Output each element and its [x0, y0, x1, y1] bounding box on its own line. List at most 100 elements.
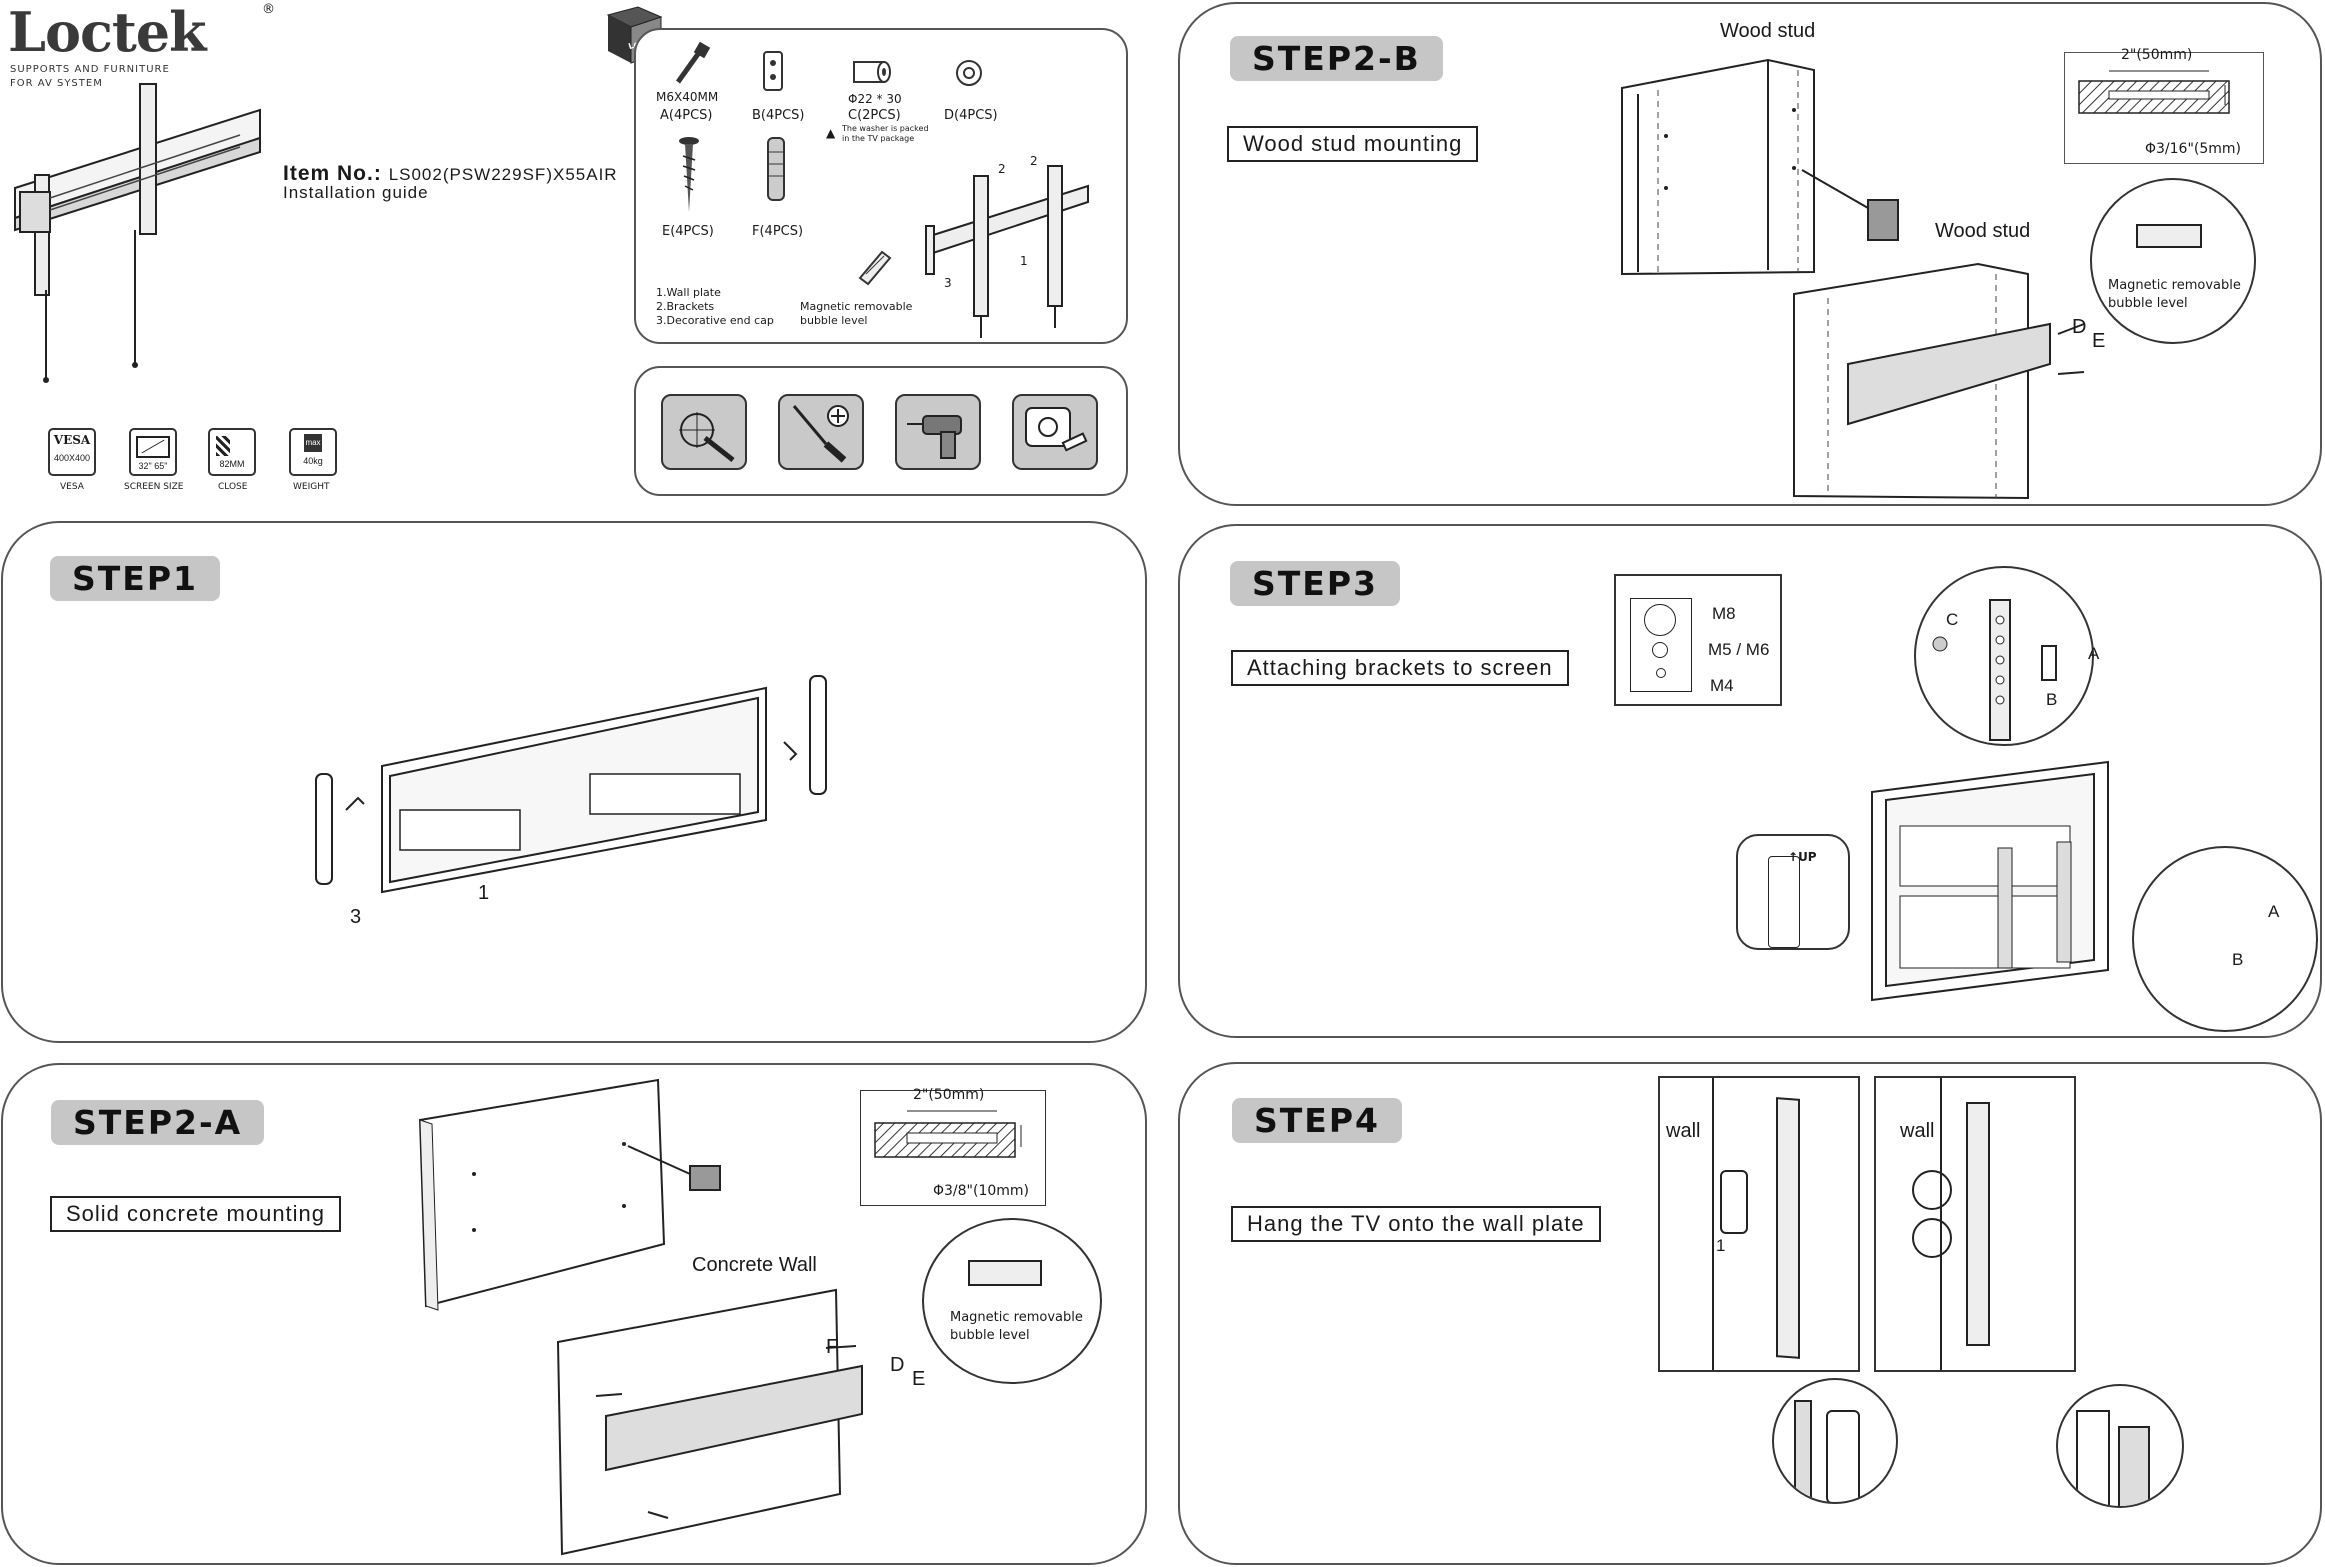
part-a-spec: M6X40MM	[656, 90, 719, 104]
legend-item: 2.Brackets	[656, 300, 715, 313]
vesa-icon: VESA 400X400	[48, 428, 96, 476]
part-b-callout: B	[2046, 690, 2058, 709]
step3-title: STEP3	[1230, 561, 1400, 606]
item-number-label: Item No.: LS002(PSW229SF)X55AIR	[283, 162, 618, 185]
wood-stud-label: Wood stud	[1720, 20, 1816, 42]
brand-tagline-2: FOR AV SYSTEM	[10, 78, 103, 89]
part-c-note-2: in the TV package	[842, 134, 915, 143]
level-label: Magnetic removable	[800, 300, 913, 313]
bolt-a-icon	[675, 41, 711, 84]
bubble-level-icon	[858, 250, 892, 286]
part-a-callout-2: A	[2268, 902, 2280, 921]
bracket-up-detail	[1736, 834, 1850, 950]
drill-diameter-label: Φ3/16"(5mm)	[2145, 141, 2242, 157]
part-c-spec: Φ22 * 30	[848, 92, 902, 106]
hang-step-panel-1	[1658, 1076, 1860, 1372]
step2b-subtitle: Wood stud mounting	[1227, 126, 1479, 162]
part-f-label: F(4PCS)	[752, 224, 804, 239]
m4-label: M4	[1710, 676, 1734, 695]
level-label-2: bubble level	[950, 1328, 1030, 1343]
m8-label: M8	[1712, 604, 1736, 623]
spec-caption: WEIGHT	[293, 482, 330, 492]
level-label-2: bubble level	[2108, 296, 2188, 311]
screw-detail-circle	[2132, 846, 2318, 1032]
m5-m6-label: M5 / M6	[1708, 640, 1770, 659]
step2b-title: STEP2-B	[1230, 36, 1443, 81]
part-c-note: The washer is packed	[842, 124, 929, 133]
bubble-level-detail-concrete	[922, 1218, 1102, 1384]
part-f-callout: F	[826, 1336, 839, 1358]
part-a-label: A(4PCS)	[660, 108, 713, 123]
wall-plate-callout: 1	[478, 882, 490, 904]
pencil-icon	[661, 394, 747, 470]
part-d-callout: D	[890, 1354, 905, 1376]
drill-diameter-label: Φ3/8"(10mm)	[933, 1183, 1030, 1199]
step1-title: STEP1	[50, 556, 220, 601]
end-cap-callout: 3	[350, 906, 362, 928]
hook-detail-circle	[1772, 1378, 1898, 1504]
part-d-callout: D	[2072, 316, 2087, 338]
warning-icon: ▲	[826, 126, 836, 140]
logo: Loctek	[8, 0, 207, 64]
drill-depth-label: 2"(50mm)	[2121, 47, 2193, 63]
drill-icon	[895, 394, 981, 470]
parts-panel	[634, 28, 1128, 344]
spec-caption: VESA	[60, 482, 84, 492]
anchor-f-icon	[767, 137, 785, 201]
installation-guide-label: Installation guide	[283, 183, 429, 202]
part-c-callout: C	[1946, 610, 1959, 629]
drill-depth-label: 2"(50mm)	[913, 1087, 985, 1103]
spec-caption: CLOSE	[218, 482, 248, 492]
part-d-label: D(4PCS)	[944, 108, 998, 123]
close-distance-icon: 82MM	[208, 428, 256, 476]
wall-label-2: wall	[1900, 1120, 1935, 1142]
part-a-callout: A	[2088, 644, 2100, 663]
level-label: Magnetic removable	[2108, 278, 2241, 293]
concrete-wall-drill-illustration	[418, 1078, 721, 1311]
wall-label: wall	[1666, 1120, 1701, 1142]
wood-stud-wall-illustration	[1621, 58, 1899, 276]
hang-step-panel-2	[1874, 1076, 2076, 1372]
part-b-label: B(4PCS)	[752, 108, 805, 123]
step4-title: STEP4	[1232, 1098, 1402, 1143]
legend-item: 1.Wall plate	[656, 286, 721, 299]
part-e-callout: E	[912, 1368, 926, 1390]
level-label: Magnetic removable	[950, 1310, 1083, 1325]
part-b-callout-2: B	[2232, 950, 2244, 969]
drill-depth-diagram: 2"(50mm) Φ3/16"(5mm)	[2064, 47, 2264, 164]
tape-measure-icon	[1012, 394, 1098, 470]
part-e-callout: E	[2092, 330, 2106, 352]
step4-callout-1: 1	[1716, 1236, 1726, 1255]
concrete-wall-label: Concrete Wall	[692, 1254, 817, 1276]
screen-size-icon: 32" 65"	[129, 428, 177, 476]
spacer-c-icon	[853, 61, 891, 83]
product-mount-illustration	[14, 83, 261, 383]
tv-back-illustration	[1871, 760, 2109, 1002]
spec-caption: SCREEN SIZE	[124, 482, 184, 492]
wall-plate-exploded-illustration	[315, 675, 827, 894]
up-label: ↑UP	[1788, 850, 1817, 864]
wood-stud-mount-illustration	[1793, 262, 2085, 500]
registered-mark: ®	[262, 2, 275, 17]
callout-3: 3	[944, 276, 952, 290]
screw-e-icon	[679, 137, 699, 212]
assembled-mount-illustration	[925, 165, 1089, 338]
callout-1: 1	[1020, 254, 1028, 268]
spacer-b-icon	[763, 51, 783, 91]
step3-subtitle: Attaching brackets to screen	[1231, 650, 1569, 686]
callout-2b: 2	[1030, 154, 1038, 168]
weight-icon: max 40kg	[289, 428, 337, 476]
bracket-detail-illustration	[1932, 599, 2057, 741]
wood-stud-label-2: Wood stud	[1935, 220, 2031, 242]
concrete-wall-mount-illustration	[556, 1288, 863, 1556]
hook-detail-circle-2	[2056, 1384, 2184, 1508]
screw-size-chart	[1614, 574, 1782, 706]
callout-2: 2	[998, 162, 1006, 176]
legend-item: 3.Decorative end cap	[656, 314, 774, 327]
part-c-label: C(2PCS)	[848, 108, 901, 123]
washer-d-icon	[956, 60, 982, 86]
brand-tagline: SUPPORTS AND FURNITURE	[10, 64, 170, 75]
screwdriver-icon	[778, 394, 864, 470]
step2a-subtitle: Solid concrete mounting	[50, 1196, 342, 1232]
level-label-2: bubble level	[800, 314, 868, 327]
